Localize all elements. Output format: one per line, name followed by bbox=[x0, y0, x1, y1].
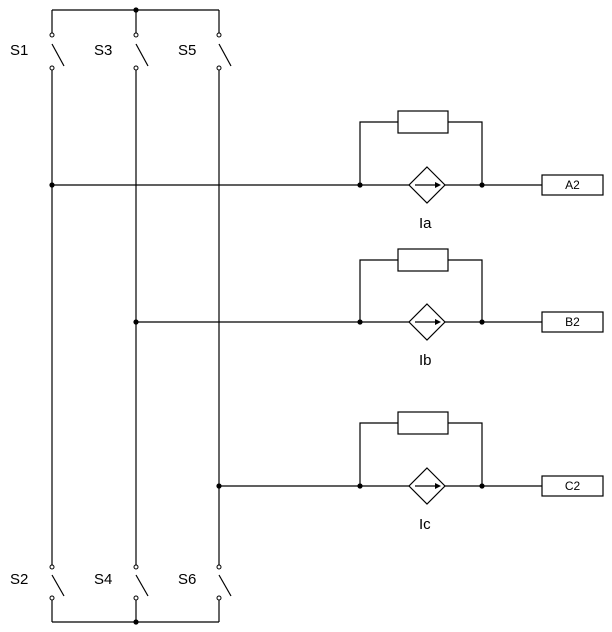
current-source-ia bbox=[408, 166, 446, 204]
switch-label-s2: S2 bbox=[10, 571, 29, 588]
current-source-ib bbox=[408, 303, 446, 341]
port-box-a2 bbox=[541, 174, 604, 196]
switch-s5 bbox=[216, 32, 232, 71]
port-label-a2: A2 bbox=[565, 178, 580, 192]
resistor-a bbox=[397, 110, 449, 134]
switch-label-s1: S1 bbox=[10, 42, 29, 59]
source-label-ia: Ia bbox=[419, 215, 432, 232]
port-label-c2: C2 bbox=[564, 479, 581, 493]
switch-label-s5: S5 bbox=[178, 42, 197, 59]
resistor-c bbox=[397, 411, 449, 435]
phase-b-branch bbox=[133, 248, 604, 341]
source-label-ic: Ic bbox=[419, 516, 431, 533]
switch-label-s3: S3 bbox=[94, 42, 113, 59]
port-box-c2 bbox=[541, 475, 604, 497]
switch-label-s6: S6 bbox=[178, 571, 197, 588]
bottom-rail-node bbox=[133, 619, 139, 625]
phase-c-branch bbox=[216, 411, 604, 505]
switch-s1 bbox=[49, 32, 65, 71]
top-dc-rail bbox=[51, 9, 220, 35]
top-rail-node bbox=[133, 7, 139, 13]
switch-s6 bbox=[216, 564, 232, 601]
resistor-b bbox=[397, 248, 449, 272]
phase-a-branch bbox=[49, 110, 604, 204]
switch-s4 bbox=[133, 564, 149, 601]
port-label-b2: B2 bbox=[565, 315, 580, 329]
bottom-dc-rail bbox=[51, 598, 220, 623]
source-label-ib: Ib bbox=[419, 352, 432, 369]
switch-s2 bbox=[49, 564, 65, 601]
switch-s3 bbox=[133, 32, 149, 71]
current-source-ic bbox=[408, 467, 446, 505]
port-box-b2 bbox=[541, 311, 604, 333]
switch-label-s4: S4 bbox=[94, 571, 113, 588]
